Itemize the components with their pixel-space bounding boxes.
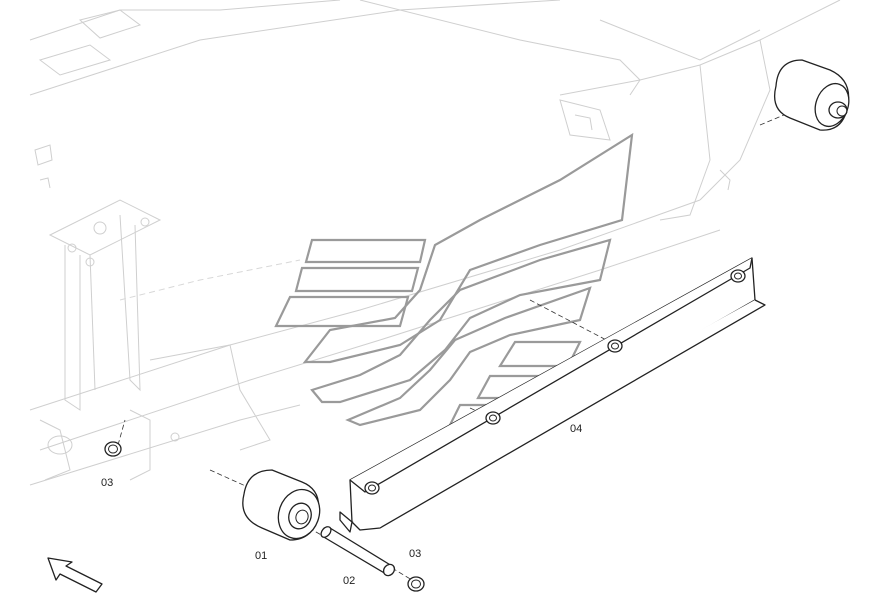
callout-02: 02	[343, 575, 355, 587]
rail-bolt	[607, 339, 623, 353]
arrow-direction-icon	[47, 557, 103, 593]
roller-part-01	[242, 469, 321, 541]
rail-bolt	[364, 481, 380, 495]
ring-part-03-left	[104, 441, 122, 457]
callout-04: 04	[570, 423, 582, 435]
roller-upper	[773, 59, 850, 131]
rail-part-04	[339, 257, 766, 533]
ring-part-03-right	[407, 576, 425, 592]
rail-bolt	[485, 411, 501, 425]
background-frame	[29, 0, 841, 486]
callout-03-right: 03	[409, 548, 421, 560]
rail-bolt	[730, 269, 746, 283]
callout-03-left: 03	[101, 477, 113, 489]
callout-01: 01	[255, 550, 267, 562]
shaft-part-02	[320, 526, 396, 577]
leader-lines	[117, 99, 821, 581]
